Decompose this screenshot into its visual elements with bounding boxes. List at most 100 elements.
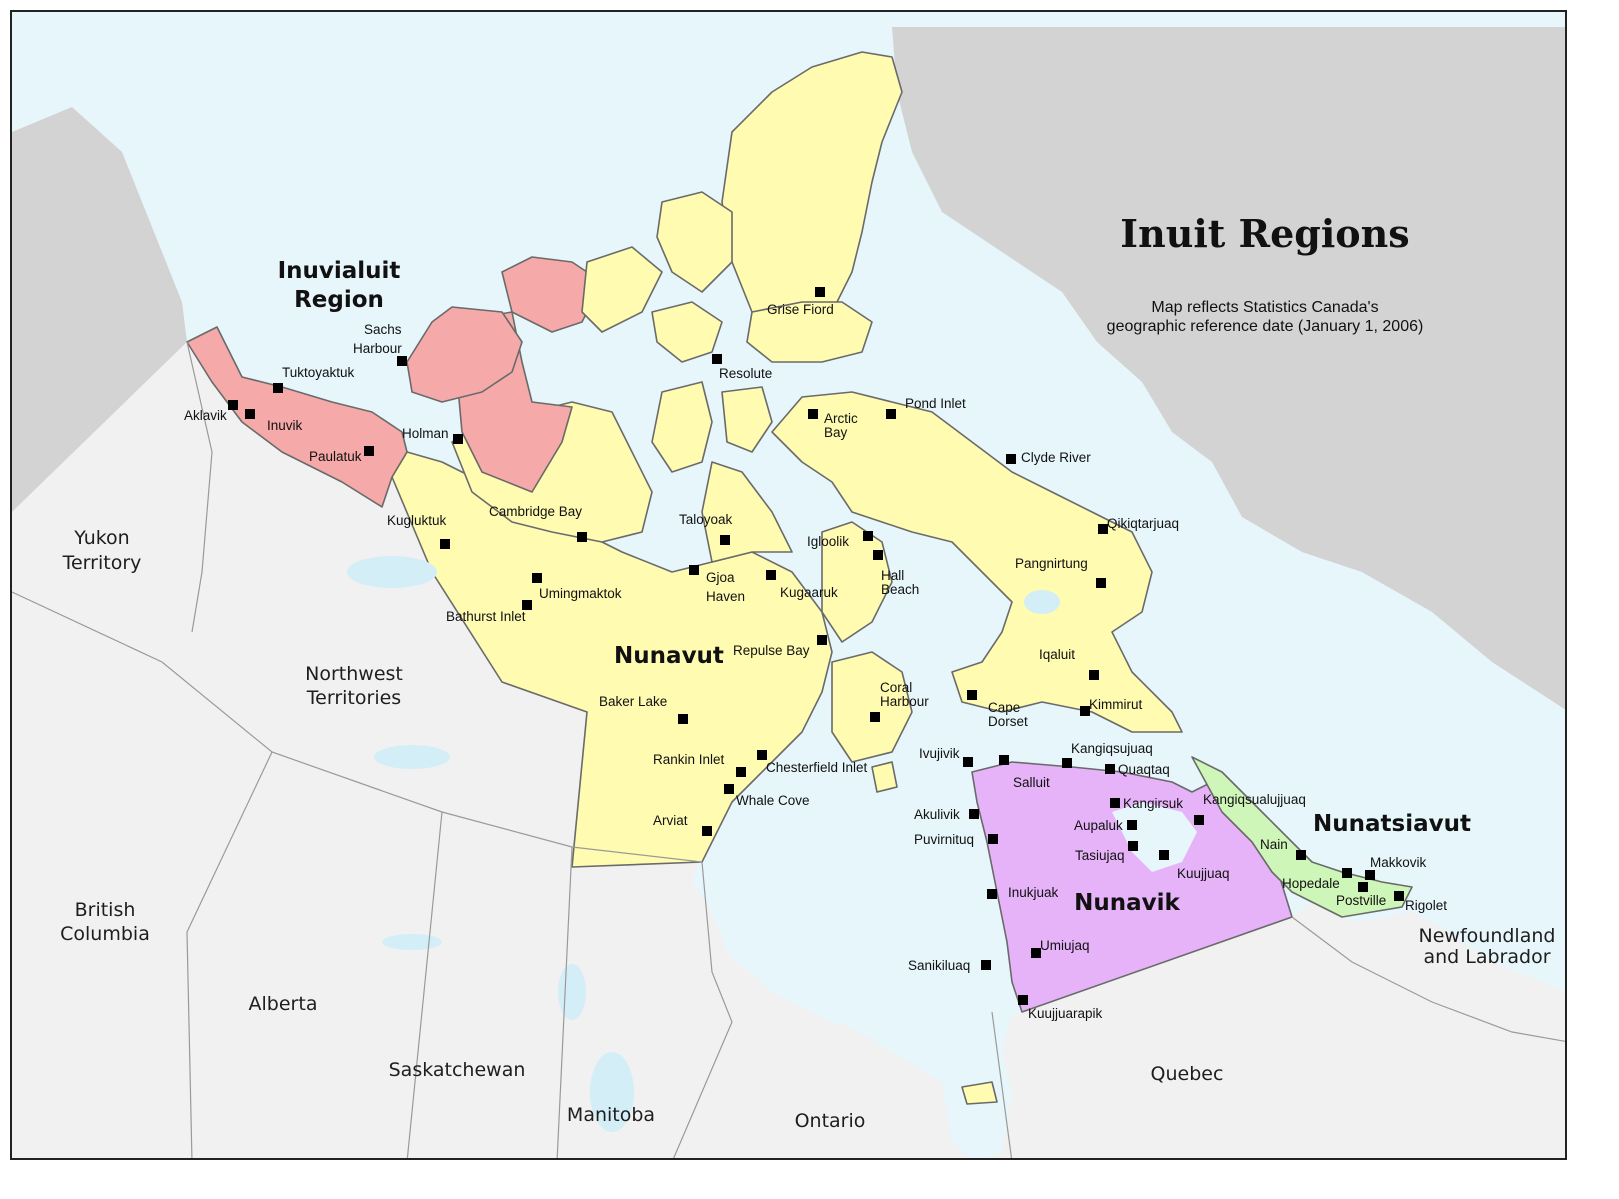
marker-quaqtaq[interactable]: [1105, 764, 1115, 774]
marker-makkovik[interactable]: [1365, 870, 1375, 880]
label-cape-dorset-line1: Cape: [988, 700, 1020, 715]
label-pangnirtung: Pangnirtung: [1015, 556, 1088, 571]
label-inukjuak: Inukjuak: [1008, 885, 1059, 900]
label-arctic-bay-line1: Arctic: [824, 411, 858, 426]
province-label-ontario: Ontario: [795, 1110, 866, 1132]
belcher-islands: [961, 1081, 998, 1105]
marker-repulse-bay[interactable]: [817, 635, 827, 645]
marker-pond-inlet[interactable]: [886, 409, 896, 419]
map-subtitle-line1: Map reflects Statistics Canada's: [1151, 299, 1378, 316]
marker-sachs-harbour[interactable]: [397, 356, 407, 366]
baffin-island: [771, 391, 1183, 733]
marker-pangnirtung[interactable]: [1096, 578, 1106, 588]
label-repulse-bay: Repulse Bay: [733, 643, 810, 658]
label-inuvik: Inuvik: [267, 418, 303, 433]
label-taloyoak: Taloyoak: [679, 512, 733, 527]
marker-puvirnituq[interactable]: [988, 834, 998, 844]
marker-hopedale[interactable]: [1342, 868, 1352, 878]
marker-arctic-bay[interactable]: [808, 409, 818, 419]
marker-gjoa-haven[interactable]: [689, 565, 699, 575]
inuvialuit-mainland: [186, 326, 408, 508]
label-kugaaruk: Kugaaruk: [780, 585, 838, 600]
label-resolute: Resolute: [719, 366, 772, 381]
marker-grise-fiord[interactable]: [815, 287, 825, 297]
province-label-nwt-line2: Territories: [306, 687, 401, 709]
nunatsiavut-region: [1191, 756, 1413, 918]
marker-igloolik[interactable]: [863, 531, 873, 541]
marker-qikiqtarjuaq[interactable]: [1098, 524, 1108, 534]
map-canvas[interactable]: Inuit Regions Map reflects Statistics Ca…: [12, 12, 1567, 1160]
label-postville: Postville: [1336, 893, 1386, 908]
marker-clyde-river[interactable]: [1006, 454, 1016, 464]
marker-taloyoak[interactable]: [720, 535, 730, 545]
marker-kuujjuarapik[interactable]: [1018, 995, 1028, 1005]
marker-bathurst-inlet[interactable]: [522, 600, 532, 610]
marker-rankin-inlet[interactable]: [736, 767, 746, 777]
label-arctic-bay-line2: Bay: [824, 425, 848, 440]
marker-sanikiluaq[interactable]: [981, 960, 991, 970]
marker-umiujaq[interactable]: [1031, 948, 1041, 958]
label-rankin-inlet: Rankin Inlet: [653, 752, 725, 767]
marker-paulatuk[interactable]: [364, 446, 374, 456]
marker-akulivik[interactable]: [969, 809, 979, 819]
hudson-bay: [692, 712, 1012, 1158]
marker-hall-beach[interactable]: [873, 550, 883, 560]
marker-salluit[interactable]: [999, 755, 1009, 765]
border-bc-alberta: [186, 751, 273, 1158]
label-coral-harbour-line2: Harbour: [880, 694, 929, 709]
marker-kimmirut[interactable]: [1080, 706, 1090, 716]
marker-kangiqsualujjuaq[interactable]: [1194, 815, 1204, 825]
marker-kuujjuaq[interactable]: [1159, 850, 1169, 860]
label-kuujjuaq: Kuujjuaq: [1177, 866, 1230, 881]
marker-postville[interactable]: [1358, 882, 1368, 892]
marker-aklavik[interactable]: [228, 400, 238, 410]
marker-umingmaktok[interactable]: [532, 573, 542, 583]
label-cambridge-bay: Cambridge Bay: [489, 504, 582, 519]
province-label-yukon-line1: Yukon: [73, 527, 129, 549]
marker-kangirsuk[interactable]: [1110, 798, 1120, 808]
border-sask-manitoba: [556, 846, 573, 1158]
label-quaqtaq: Quaqtaq: [1118, 762, 1170, 777]
somerset-island: [721, 386, 773, 453]
province-label-saskatchewan: Saskatchewan: [389, 1059, 526, 1081]
marker-cambridge-bay[interactable]: [577, 532, 587, 542]
label-pond-inlet: Pond Inlet: [905, 396, 966, 411]
marker-rigolet[interactable]: [1394, 891, 1404, 901]
nettilling-lake: [1024, 590, 1060, 614]
marker-inukjuak[interactable]: [987, 889, 997, 899]
marker-inuvik[interactable]: [245, 409, 255, 419]
marker-holman[interactable]: [453, 434, 463, 444]
marker-resolute[interactable]: [712, 354, 722, 364]
marker-aupaluk[interactable]: [1127, 820, 1137, 830]
marker-coral-harbour[interactable]: [870, 712, 880, 722]
axel-heiberg-island: [656, 191, 733, 293]
marker-arviat[interactable]: [702, 826, 712, 836]
marker-tasiujaq[interactable]: [1128, 841, 1138, 851]
label-umiujaq: Umiujaq: [1040, 938, 1090, 953]
label-holman: Holman: [402, 426, 449, 441]
marker-chesterfield-inlet[interactable]: [757, 750, 767, 760]
marker-iqaluit[interactable]: [1089, 670, 1099, 680]
marker-ivujivik[interactable]: [963, 757, 973, 767]
label-whale-cove: Whale Cove: [736, 793, 810, 808]
label-sachs-harbour-line1: Sachs: [364, 322, 402, 337]
mainland-canada: [12, 342, 1565, 1158]
banks-island: [406, 306, 523, 403]
label-coral-harbour-line1: Coral: [880, 680, 912, 695]
marker-kugaaruk[interactable]: [766, 570, 776, 580]
label-kimmirut: Kimmirut: [1089, 697, 1142, 712]
label-sachs-harbour-line2: Harbour: [353, 341, 402, 356]
marker-nain[interactable]: [1296, 850, 1306, 860]
marker-baker-lake[interactable]: [678, 714, 688, 724]
marker-tuktoyaktuk[interactable]: [273, 383, 283, 393]
ungava-bay: [1112, 802, 1197, 872]
region-label-inuvialuit-line2: Region: [294, 287, 384, 313]
label-salluit: Salluit: [1013, 775, 1050, 790]
marker-kangiqsujuaq[interactable]: [1062, 758, 1072, 768]
marker-cape-dorset[interactable]: [967, 690, 977, 700]
label-hall-beach-line2: Beach: [881, 582, 919, 597]
marker-kugluktuk[interactable]: [440, 539, 450, 549]
coats-island: [871, 761, 898, 793]
label-kangiqsualujjuaq: Kangiqsualujjuaq: [1203, 792, 1306, 807]
marker-whale-cove[interactable]: [724, 784, 734, 794]
